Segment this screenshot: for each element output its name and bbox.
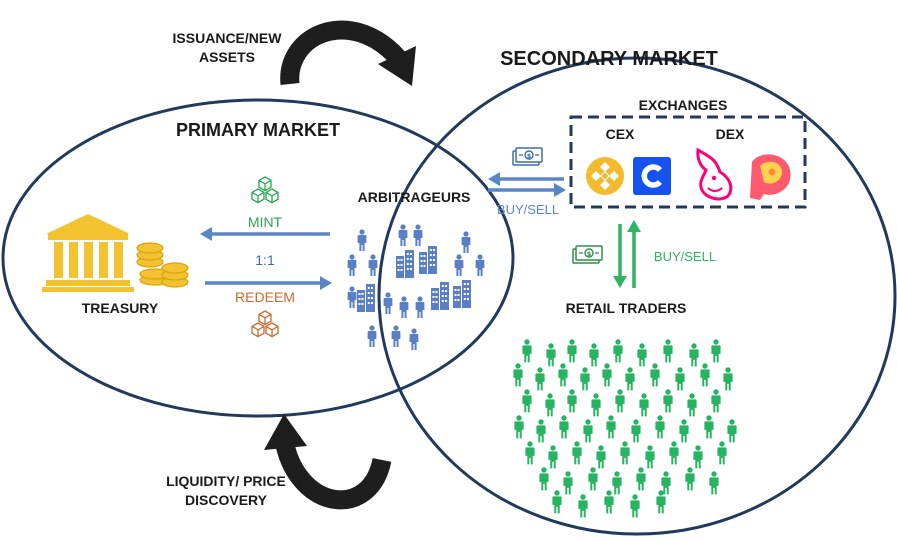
- person-icon: [615, 389, 625, 413]
- person-icon: [522, 389, 532, 413]
- dex-label: DEX: [716, 126, 745, 142]
- person-icon: [567, 339, 577, 363]
- person-icon: [545, 393, 555, 417]
- person-icon: [704, 415, 714, 439]
- person-icon: [558, 363, 568, 387]
- person-icon: [578, 494, 588, 518]
- person-icon: [723, 367, 733, 391]
- person-icon: [631, 419, 641, 443]
- arbitrageurs-crowd: [347, 224, 485, 350]
- person-icon: [655, 415, 665, 439]
- retail-traders-crowd: [513, 339, 737, 518]
- person-icon: [620, 441, 630, 465]
- person-icon: [685, 467, 695, 491]
- person-icon: [661, 471, 671, 495]
- person-icon: [689, 343, 699, 367]
- person-icon: [602, 363, 612, 387]
- person-icon: [583, 419, 593, 443]
- person-icon: [630, 494, 640, 518]
- person-icon: [663, 389, 673, 413]
- coins-icon: [136, 242, 189, 288]
- person-icon: [604, 490, 614, 514]
- person-icon: [572, 441, 582, 465]
- person-icon: [596, 445, 606, 469]
- issuance-label-1: ISSUANCE/NEW: [173, 30, 283, 46]
- person-icon: [567, 389, 577, 413]
- person-icon: [589, 343, 599, 367]
- exchanges-box: [569, 115, 807, 209]
- person-icon: [669, 441, 679, 465]
- person-icon: [639, 393, 649, 417]
- person-icon: [546, 343, 556, 367]
- person-icon: [606, 415, 616, 439]
- person-icon: [563, 471, 573, 495]
- buy-sell-left-label: BUY/SELL: [497, 202, 559, 217]
- person-icon: [525, 441, 535, 465]
- person-icon: [693, 445, 703, 469]
- person-icon: [645, 445, 655, 469]
- uniswap-icon: [696, 147, 733, 201]
- cex-label: CEX: [606, 126, 635, 142]
- primary-market-title: PRIMARY MARKET: [176, 120, 340, 140]
- person-icon: [580, 367, 590, 391]
- person-icon: [717, 441, 727, 465]
- curved-arrow-icon-top: [280, 20, 416, 86]
- person-icon: [539, 467, 549, 491]
- liquidity-label-2: DISCOVERY: [185, 492, 268, 508]
- curved-arrow-icon-bottom: [264, 414, 392, 510]
- issuance-label-2: ASSETS: [199, 49, 255, 65]
- redeem-label: REDEEM: [235, 289, 295, 305]
- binance-icon: [586, 157, 624, 195]
- person-icon: [612, 471, 622, 495]
- cube-icon-mint: [251, 176, 279, 204]
- person-icon: [522, 339, 532, 363]
- person-icon: [679, 419, 689, 443]
- exchange-retail-arrows: [613, 220, 641, 288]
- coinbase-icon: [633, 157, 671, 195]
- treasury-icon: [42, 214, 134, 292]
- person-icon: [513, 363, 523, 387]
- retail-traders-label: RETAIL TRADERS: [566, 300, 687, 316]
- person-icon: [663, 339, 673, 363]
- mint-label: MINT: [248, 214, 283, 230]
- person-icon: [536, 419, 546, 443]
- person-icon: [687, 393, 697, 417]
- person-icon: [625, 367, 635, 391]
- person-icon: [637, 343, 647, 367]
- pancakeswap-icon: [750, 154, 791, 200]
- person-icon: [588, 467, 598, 491]
- person-icon: [591, 393, 601, 417]
- ratio-label: 1:1: [255, 252, 275, 268]
- person-icon: [650, 363, 660, 387]
- primary-market-ellipse: [1, 98, 515, 418]
- arbitrageurs-label: ARBITRAGEURS: [358, 189, 471, 205]
- person-icon: [613, 339, 623, 363]
- cash-icon-retail: [572, 245, 603, 264]
- cash-icon-arbitrage: [512, 147, 543, 166]
- arbitrage-exchange-arrows: [488, 172, 566, 197]
- person-icon: [548, 445, 558, 469]
- exchanges-label: EXCHANGES: [639, 97, 728, 113]
- person-icon: [711, 339, 721, 363]
- liquidity-label-1: LIQUIDITY/ PRICE: [166, 473, 286, 489]
- person-icon: [514, 415, 524, 439]
- person-icon: [552, 490, 562, 514]
- secondary-market-ellipse: [377, 56, 897, 536]
- secondary-market-title: SECONDARY MARKET: [500, 48, 718, 70]
- treasury-label: TREASURY: [82, 300, 159, 316]
- person-icon: [711, 389, 721, 413]
- person-icon: [675, 367, 685, 391]
- person-icon: [727, 419, 737, 443]
- person-icon: [535, 367, 545, 391]
- person-icon: [700, 363, 710, 387]
- person-icon: [559, 415, 569, 439]
- person-icon: [709, 471, 719, 495]
- cube-icon-redeem: [251, 310, 279, 338]
- person-icon: [636, 467, 646, 491]
- buy-sell-right-label: BUY/SELL: [654, 249, 716, 264]
